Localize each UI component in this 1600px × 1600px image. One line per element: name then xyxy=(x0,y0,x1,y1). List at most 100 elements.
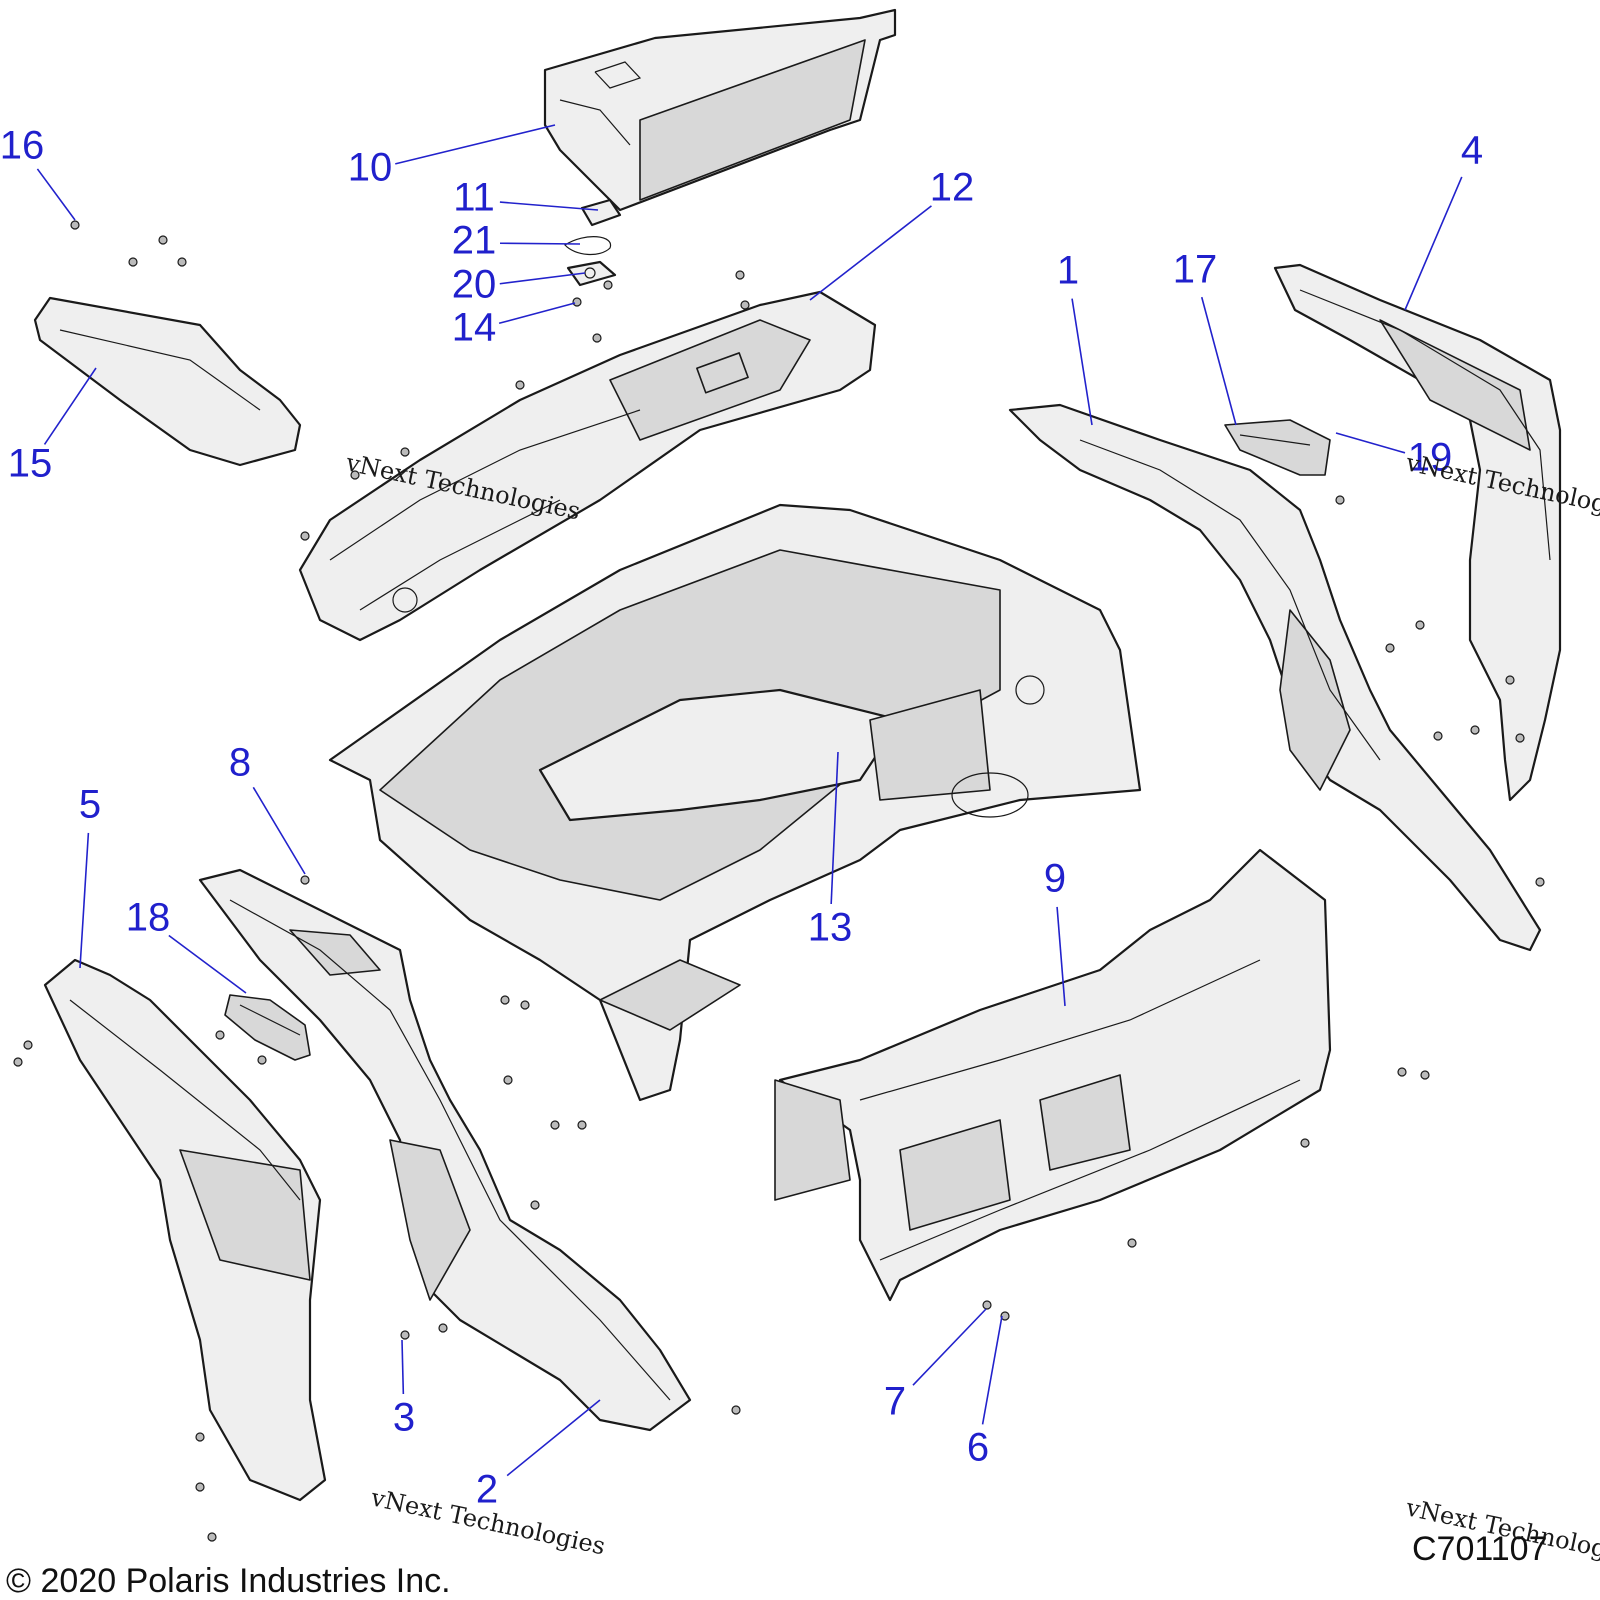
fastener xyxy=(592,333,602,343)
callout-5: 5 xyxy=(79,783,101,969)
callout-leader-line xyxy=(912,1308,987,1386)
callout-leader-line xyxy=(395,124,556,165)
callout-leader-line xyxy=(1404,176,1463,311)
callout-leader-line xyxy=(401,1339,405,1395)
fastener xyxy=(1535,877,1545,887)
callout-number: 2 xyxy=(476,1468,498,1512)
callout-1: 1 xyxy=(1057,249,1093,426)
fasteners xyxy=(13,220,1545,1542)
callout-21: 21 xyxy=(452,219,581,263)
fastener xyxy=(520,1000,530,1010)
callout-leader-line xyxy=(43,367,97,445)
callout-leader-line xyxy=(830,751,839,905)
fastener xyxy=(572,297,582,307)
fastener xyxy=(1433,731,1443,741)
fastener xyxy=(207,1532,217,1542)
fastener xyxy=(257,1055,267,1065)
callout-12: 12 xyxy=(809,166,974,301)
part-1-right-inner-fender xyxy=(1008,403,1542,952)
callout-leader-line xyxy=(1200,296,1237,426)
fastener xyxy=(1335,495,1345,505)
fastener xyxy=(195,1432,205,1442)
part-15-side-panel xyxy=(33,296,302,467)
callout-number: 6 xyxy=(967,1426,989,1470)
callout-number: 13 xyxy=(808,906,853,950)
callout-leader-line xyxy=(1335,432,1406,454)
callout-leader-line xyxy=(252,786,306,875)
callout-9: 9 xyxy=(1044,857,1066,1007)
fastener xyxy=(1505,675,1515,685)
fastener xyxy=(500,995,510,1005)
fastener xyxy=(1000,1311,1010,1321)
fastener xyxy=(128,257,138,267)
callout-number: 9 xyxy=(1044,857,1066,901)
callout-4: 4 xyxy=(1404,129,1483,311)
fastener xyxy=(515,380,525,390)
fastener xyxy=(530,1200,540,1210)
fastener xyxy=(400,1330,410,1340)
callout-11: 11 xyxy=(453,176,599,220)
fastener xyxy=(1515,733,1525,743)
callout-6: 6 xyxy=(967,1315,1003,1470)
fastener xyxy=(982,1300,992,1310)
callout-number: 7 xyxy=(884,1380,906,1424)
fastener xyxy=(1470,725,1480,735)
fastener xyxy=(1385,643,1395,653)
callout-leader-line xyxy=(1071,298,1093,426)
fastener xyxy=(13,1057,23,1067)
callout-leader-line xyxy=(36,168,76,221)
callout-number: 1 xyxy=(1057,249,1079,293)
callout-number: 21 xyxy=(452,219,497,263)
callout-leader-line xyxy=(499,242,581,245)
callout-leader-line xyxy=(506,1399,601,1477)
callout-7: 7 xyxy=(884,1308,987,1424)
fastener xyxy=(550,1120,560,1130)
callout-15: 15 xyxy=(8,367,97,486)
callout-3: 3 xyxy=(393,1339,415,1440)
callout-leader-line xyxy=(499,272,586,285)
callout-number: 15 xyxy=(8,442,53,486)
callout-17: 17 xyxy=(1173,248,1237,426)
part-4-right-outer-fender xyxy=(1273,263,1562,802)
fastener xyxy=(1397,1067,1407,1077)
callout-19: 19 xyxy=(1335,432,1453,480)
part-10-storage-tray xyxy=(543,8,897,212)
callout-number: 19 xyxy=(1408,436,1453,480)
callout-leader-line xyxy=(168,934,247,994)
callout-8: 8 xyxy=(229,741,306,875)
fastener xyxy=(300,531,310,541)
bracket-11 xyxy=(580,198,622,227)
fastener xyxy=(577,1120,587,1130)
part-13-cargo-bed xyxy=(328,503,1142,1102)
callout-leader-line xyxy=(498,302,576,325)
fastener xyxy=(438,1323,448,1333)
callout-16: 16 xyxy=(0,124,76,221)
part-9-tailgate-panel xyxy=(774,848,1332,1302)
part-5-left-outer-fender xyxy=(43,958,327,1502)
callout-20: 20 xyxy=(452,263,586,307)
callout-number: 11 xyxy=(453,176,495,220)
callout-leader-line xyxy=(79,832,90,969)
fastener xyxy=(23,1040,33,1050)
callout-number: 14 xyxy=(452,306,497,350)
callout-13: 13 xyxy=(808,751,853,950)
fastener xyxy=(735,270,745,280)
callout-14: 14 xyxy=(452,302,576,350)
callout-number: 18 xyxy=(126,896,171,940)
fastener xyxy=(195,1482,205,1492)
callout-2: 2 xyxy=(476,1399,601,1512)
callout-number: 5 xyxy=(79,783,101,827)
fastener xyxy=(1415,620,1425,630)
callout-10: 10 xyxy=(348,124,556,190)
callout-number: 16 xyxy=(0,124,44,168)
fastener xyxy=(350,470,360,480)
fastener xyxy=(603,280,613,290)
callout-number: 3 xyxy=(393,1396,415,1440)
clip-21 xyxy=(564,236,612,255)
fastener xyxy=(215,1030,225,1040)
fastener xyxy=(70,220,80,230)
diagram-code: C701107 xyxy=(1412,1530,1548,1568)
fastener xyxy=(731,1405,741,1415)
callout-leader-line xyxy=(499,201,599,211)
